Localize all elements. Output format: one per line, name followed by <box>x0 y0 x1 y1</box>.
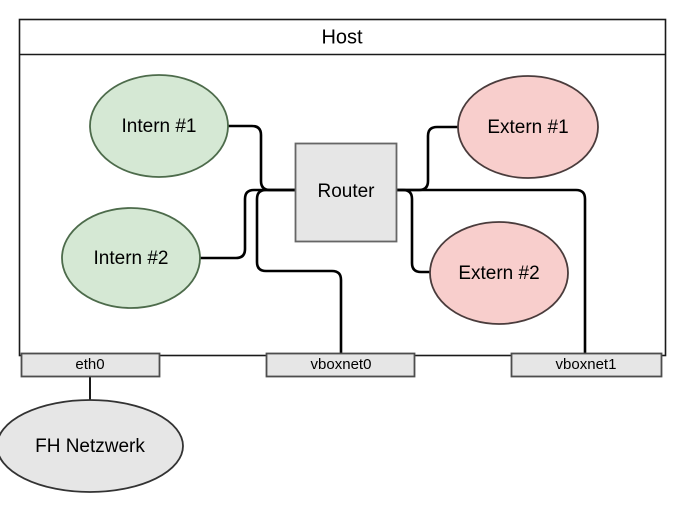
interface-vboxnet0-label: vboxnet0 <box>311 356 372 373</box>
vm-intern1-shape <box>89 74 229 178</box>
vm-extern1-shape <box>457 75 599 179</box>
vm-extern2[interactable]: Extern #2 <box>429 221 569 325</box>
router-shape <box>294 142 398 243</box>
external-network-shape <box>0 399 184 493</box>
vm-extern2-shape <box>429 221 569 325</box>
link-layer <box>200 124 587 353</box>
vm-intern2-label: Intern #2 <box>94 248 169 269</box>
interface-eth0[interactable]: eth0 <box>20 352 161 378</box>
router-node[interactable]: Router <box>294 142 398 243</box>
interface-eth0-shape <box>20 352 161 378</box>
external-network-node[interactable]: FH Netzwerk <box>0 399 184 493</box>
interface-vboxnet1-label: vboxnet1 <box>556 356 617 373</box>
vm-extern1[interactable]: Extern #1 <box>457 75 599 179</box>
vm-intern2[interactable]: Intern #2 <box>61 207 201 309</box>
interface-vboxnet0-shape <box>265 352 416 378</box>
interface-vboxnet1-shape <box>510 352 663 378</box>
link-router-vboxnet0 <box>255 188 343 353</box>
interface-eth0-label: eth0 <box>75 356 104 373</box>
host-title: Host <box>321 26 363 48</box>
router-label: Router <box>317 181 375 202</box>
vm-intern2-shape <box>61 207 201 309</box>
interface-vboxnet1[interactable]: vboxnet1 <box>510 352 663 378</box>
link-intern2-router <box>200 188 296 260</box>
vm-intern1-label: Intern #1 <box>122 116 197 137</box>
interface-vboxnet0[interactable]: vboxnet0 <box>265 352 416 378</box>
vm-intern1[interactable]: Intern #1 <box>89 74 229 178</box>
vm-extern1-label: Extern #1 <box>487 117 568 138</box>
external-network-label: FH Netzwerk <box>35 436 145 457</box>
link-router-vboxnet1 <box>396 188 587 353</box>
vm-extern2-label: Extern #2 <box>458 263 539 284</box>
